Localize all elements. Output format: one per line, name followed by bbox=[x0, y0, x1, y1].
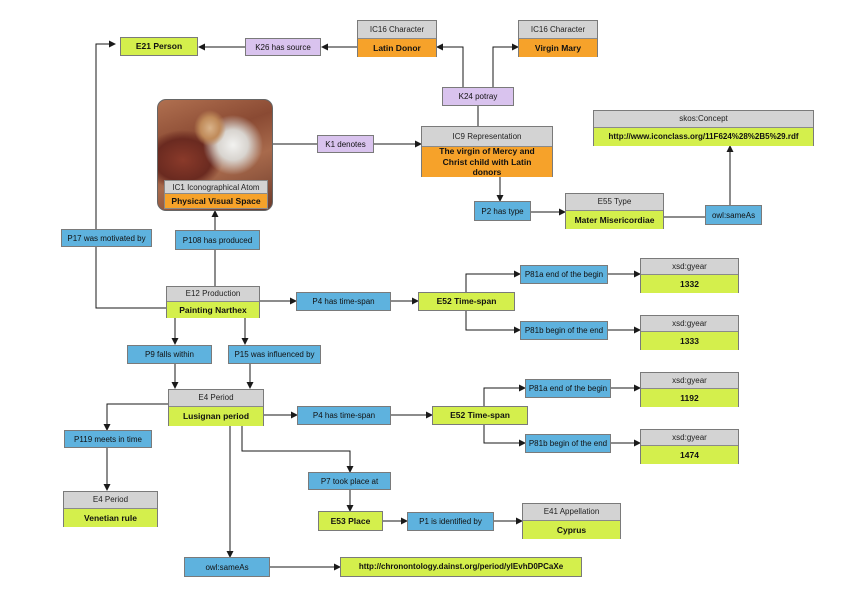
chronontology-uri-node: http://chronontology.dainst.org/period/y… bbox=[340, 557, 582, 577]
gyear-1474-node: xsd:gyear 1474 bbox=[640, 429, 739, 464]
virgin-mary-type: IC16 Character bbox=[519, 21, 597, 39]
k26-has-source-property: K26 has source bbox=[245, 38, 321, 56]
skos-concept-type: skos:Concept bbox=[594, 111, 813, 128]
virgin-mary-node: IC16 Character Virgin Mary bbox=[518, 20, 598, 57]
e41-appellation-node: E41 Appellation Cyprus bbox=[522, 503, 621, 539]
p81a-end-of-the-begin-property-1: P81a end of the begin bbox=[520, 265, 608, 284]
skos-concept-node: skos:Concept http://www.iconclass.org/11… bbox=[593, 110, 814, 146]
p81b-begin-of-the-end-property-1: P81b begin of the end bbox=[520, 321, 608, 340]
p81a-end-of-the-begin-property-2: P81a end of the begin bbox=[525, 379, 611, 398]
p7-took-place-at-property: P7 took place at bbox=[308, 472, 391, 490]
lusignan-period-label: Lusignan period bbox=[169, 407, 263, 426]
ic9-representation-node: IC9 Representation The virgin of Mercy a… bbox=[421, 126, 553, 177]
p119-meets-in-time-property: P119 meets in time bbox=[64, 430, 152, 448]
p4-has-time-span-property-1: P4 has time-span bbox=[296, 292, 391, 311]
gyear-1333-node: xsd:gyear 1333 bbox=[640, 315, 739, 350]
painting-narthex-label: Painting Narthex bbox=[167, 302, 259, 318]
e53-place-node: E53 Place bbox=[318, 511, 383, 531]
venetian-rule-label: Venetian rule bbox=[64, 509, 157, 527]
gyear-1192-type: xsd:gyear bbox=[641, 373, 738, 389]
p1-is-identified-by-property: P1 is identified by bbox=[407, 512, 494, 531]
owl-sameas-property-1: owl:sameAs bbox=[705, 205, 762, 225]
gyear-1192-node: xsd:gyear 1192 bbox=[640, 372, 739, 407]
ic1-type: IC1 Iconographical Atom bbox=[164, 180, 268, 194]
e55-type-header: E55 Type bbox=[566, 194, 663, 211]
p15-was-influenced-by-property: P15 was influenced by bbox=[228, 345, 321, 364]
cyprus-label: Cyprus bbox=[523, 521, 620, 539]
p4-has-time-span-property-2: P4 has time-span bbox=[297, 406, 391, 425]
latin-donor-label: Latin Donor bbox=[358, 39, 436, 57]
e12-type: E12 Production bbox=[167, 287, 259, 302]
gyear-1333-type: xsd:gyear bbox=[641, 316, 738, 332]
iconclass-uri-label: http://www.iconclass.org/11F624%28%2B5%2… bbox=[594, 128, 813, 146]
gyear-1332-node: xsd:gyear 1332 bbox=[640, 258, 739, 293]
p81b-begin-of-the-end-property-2: P81b begin of the end bbox=[525, 434, 611, 453]
mater-misericordiae-label: Mater Misericordiae bbox=[566, 211, 663, 229]
e41-appellation-type: E41 Appellation bbox=[523, 504, 620, 521]
physical-visual-space-label: Physical Visual Space bbox=[164, 194, 268, 209]
k24-potray-property: K24 potray bbox=[442, 87, 514, 106]
owl-sameas-property-2: owl:sameAs bbox=[184, 557, 270, 577]
gyear-1332-value: 1332 bbox=[641, 275, 738, 293]
e55-type-node: E55 Type Mater Misericordiae bbox=[565, 193, 664, 229]
virgin-mary-label: Virgin Mary bbox=[519, 39, 597, 57]
gyear-1474-type: xsd:gyear bbox=[641, 430, 738, 446]
p17-was-motivated-by-property: P17 was motivated by bbox=[61, 229, 152, 247]
gyear-1192-value: 1192 bbox=[641, 389, 738, 407]
e52-time-span-node-1: E52 Time-span bbox=[418, 292, 515, 311]
k1-denotes-property: K1 denotes bbox=[317, 135, 374, 153]
ic9-label: The virgin of Mercy and Christ child wit… bbox=[422, 146, 552, 177]
e12-production-node: E12 Production Painting Narthex bbox=[166, 286, 260, 318]
fresco-image: IC1 Iconographical Atom Physical Visual … bbox=[157, 99, 273, 211]
venetian-rule-type: E4 Period bbox=[64, 492, 157, 509]
gyear-1332-type: xsd:gyear bbox=[641, 259, 738, 275]
e21-person-node: E21 Person bbox=[120, 37, 198, 56]
e52-time-span-node-2: E52 Time-span bbox=[432, 406, 528, 425]
latin-donor-node: IC16 Character Latin Donor bbox=[357, 20, 437, 57]
p9-falls-within-property: P9 falls within bbox=[127, 345, 212, 364]
lusignan-period-type: E4 Period bbox=[169, 390, 263, 407]
gyear-1333-value: 1333 bbox=[641, 332, 738, 350]
ic9-type: IC9 Representation bbox=[422, 127, 552, 147]
p108-has-produced-property: P108 has produced bbox=[175, 230, 260, 250]
latin-donor-type: IC16 Character bbox=[358, 21, 436, 39]
gyear-1474-value: 1474 bbox=[641, 446, 738, 464]
e4-venetian-rule-node: E4 Period Venetian rule bbox=[63, 491, 158, 527]
e4-lusignan-period-node: E4 Period Lusignan period bbox=[168, 389, 264, 426]
p2-has-type-property: P2 has type bbox=[474, 201, 531, 221]
